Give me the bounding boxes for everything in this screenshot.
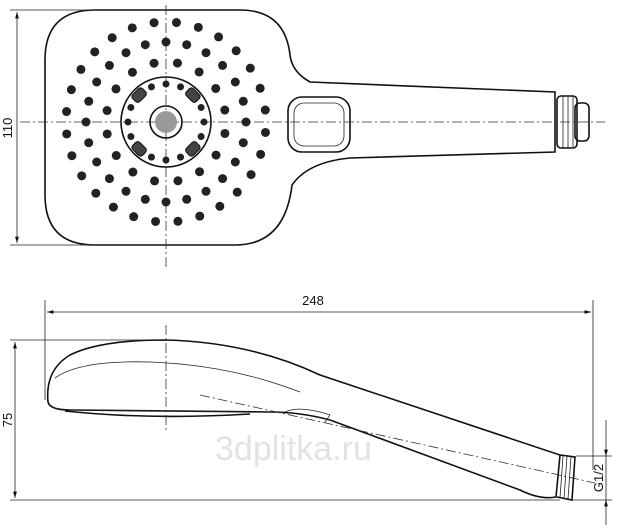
dim-side-height: 75 [0, 413, 15, 427]
nozzle [81, 117, 91, 127]
nozzle [230, 157, 240, 167]
nozzle [111, 151, 121, 161]
nozzle [215, 201, 225, 211]
nozzle-block [185, 141, 201, 157]
nozzle [220, 128, 230, 138]
nozzle [197, 103, 205, 111]
nozzle [195, 167, 205, 177]
nozzle [92, 157, 102, 167]
nozzle [129, 212, 139, 222]
nozzle [218, 60, 228, 70]
nozzle [256, 149, 266, 159]
nozzle [230, 77, 240, 87]
nozzle [108, 202, 118, 212]
nozzle [102, 106, 112, 116]
nozzle [127, 103, 135, 111]
nozzle [66, 85, 76, 95]
nozzle [200, 118, 208, 126]
mode-button [287, 96, 351, 153]
nozzle [104, 60, 114, 70]
nozzle [232, 187, 242, 197]
nozzle [104, 174, 114, 184]
nozzle [121, 48, 131, 58]
side-profile [46, 339, 561, 499]
nozzle [92, 77, 102, 87]
nozzle [201, 48, 211, 58]
nozzle-block [185, 87, 201, 103]
nozzle [147, 83, 155, 91]
nozzle [124, 118, 132, 126]
thread-connector-side: G1/2 [556, 420, 612, 525]
nozzle [67, 151, 77, 161]
nozzle [150, 176, 160, 186]
nozzle [246, 170, 256, 180]
nozzle [151, 216, 161, 226]
nozzle [76, 64, 86, 74]
nozzle [214, 32, 224, 42]
nozzle [177, 83, 185, 91]
nozzle [194, 67, 204, 77]
center-ring [120, 76, 212, 168]
nozzle [62, 107, 72, 117]
nozzle [90, 47, 100, 57]
nozzle [260, 127, 270, 137]
nozzle [161, 37, 171, 47]
nozzle [201, 186, 211, 196]
nozzle [127, 133, 135, 141]
nozzle [241, 117, 251, 127]
nozzle [140, 194, 150, 204]
nozzle-block [131, 87, 147, 103]
nozzle [162, 156, 170, 164]
nozzle [171, 18, 181, 28]
nozzle [84, 96, 94, 106]
nozzle [195, 211, 205, 221]
head-outline [44, 9, 556, 246]
nozzle [238, 138, 248, 148]
nozzle [173, 216, 183, 226]
nozzle [220, 105, 230, 115]
nozzle [238, 96, 248, 106]
watermark: 3dplitka.ru [215, 430, 372, 468]
spray-nozzles [62, 18, 270, 226]
nozzle [102, 129, 112, 139]
nozzle [161, 197, 171, 207]
nozzle [211, 83, 221, 93]
nozzle [147, 153, 155, 161]
nozzle [197, 133, 205, 141]
nozzle [177, 153, 185, 161]
nozzle [193, 22, 203, 32]
nozzle [140, 40, 150, 50]
nozzle [62, 129, 72, 139]
dim-head-height: 110 [0, 118, 15, 139]
side-view: 248 75 G1/2 3dplitka.ru [0, 293, 612, 525]
nozzle [91, 188, 101, 198]
nozzle [173, 176, 183, 186]
nozzle [127, 67, 137, 77]
nozzle [128, 167, 138, 177]
nozzle [149, 58, 159, 68]
nozzle [111, 84, 121, 94]
nozzle [182, 194, 192, 204]
dim-overall-length: 248 [302, 293, 324, 308]
nozzle [149, 18, 159, 28]
nozzle-block [131, 141, 147, 157]
nozzle [211, 150, 221, 160]
top-view: 110 [0, 5, 605, 268]
nozzle [255, 83, 265, 93]
nozzle [84, 138, 94, 148]
nozzle [218, 174, 228, 184]
nozzle [260, 105, 270, 115]
nozzle [127, 23, 137, 33]
nozzle [162, 80, 170, 88]
nozzle [121, 186, 131, 196]
nozzle [107, 33, 117, 43]
nozzle [245, 63, 255, 73]
center-grille [149, 105, 183, 139]
nozzle [182, 40, 192, 50]
nozzle [231, 46, 241, 56]
nozzle [172, 58, 182, 68]
dim-thread: G1/2 [591, 464, 606, 492]
nozzle [77, 171, 87, 181]
